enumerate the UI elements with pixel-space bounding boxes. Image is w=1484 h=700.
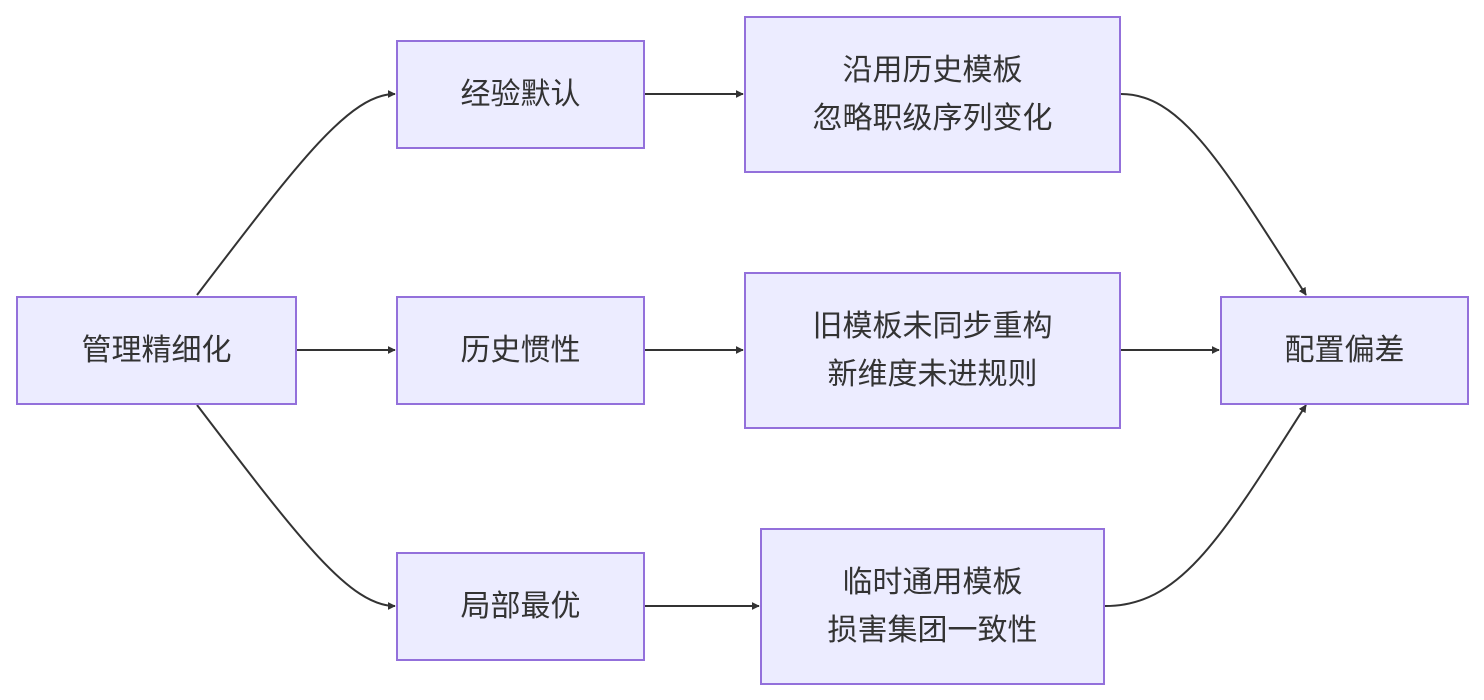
node-experience-default: 经验默认 <box>396 40 645 149</box>
node-label: 经验默认 <box>460 76 581 112</box>
node-unsynced-template: 旧模板未同步重构 新维度未进规则 <box>744 272 1121 429</box>
edge-tmpl3-to-result <box>1104 404 1307 607</box>
edge-tmpl1-to-result <box>1120 93 1307 296</box>
node-label: 局部最优 <box>460 588 581 624</box>
node-temporary-template: 临时通用模板 损害集团一致性 <box>760 528 1105 685</box>
node-configuration-deviation: 配置偏差 <box>1220 296 1469 405</box>
node-label-line-1: 临时通用模板 <box>842 564 1023 600</box>
node-label-line-1: 旧模板未同步重构 <box>812 308 1053 344</box>
edge-mgmt-to-local <box>196 404 396 610</box>
node-label: 历史惯性 <box>460 332 581 368</box>
node-management-refinement: 管理精细化 <box>16 296 297 405</box>
node-local-optimum: 局部最优 <box>396 552 645 661</box>
node-label: 管理精细化 <box>81 332 232 368</box>
node-historical-inertia: 历史惯性 <box>396 296 645 405</box>
node-label-line-2: 新维度未进规则 <box>827 356 1038 392</box>
edge-mgmt-to-exp <box>196 90 396 296</box>
node-label: 配置偏差 <box>1284 332 1405 368</box>
node-legacy-template: 沿用历史模板 忽略职级序列变化 <box>744 16 1121 173</box>
node-label-line-2: 忽略职级序列变化 <box>812 100 1053 136</box>
node-label-line-2: 损害集团一致性 <box>827 612 1038 648</box>
node-label-line-1: 沿用历史模板 <box>842 52 1023 88</box>
